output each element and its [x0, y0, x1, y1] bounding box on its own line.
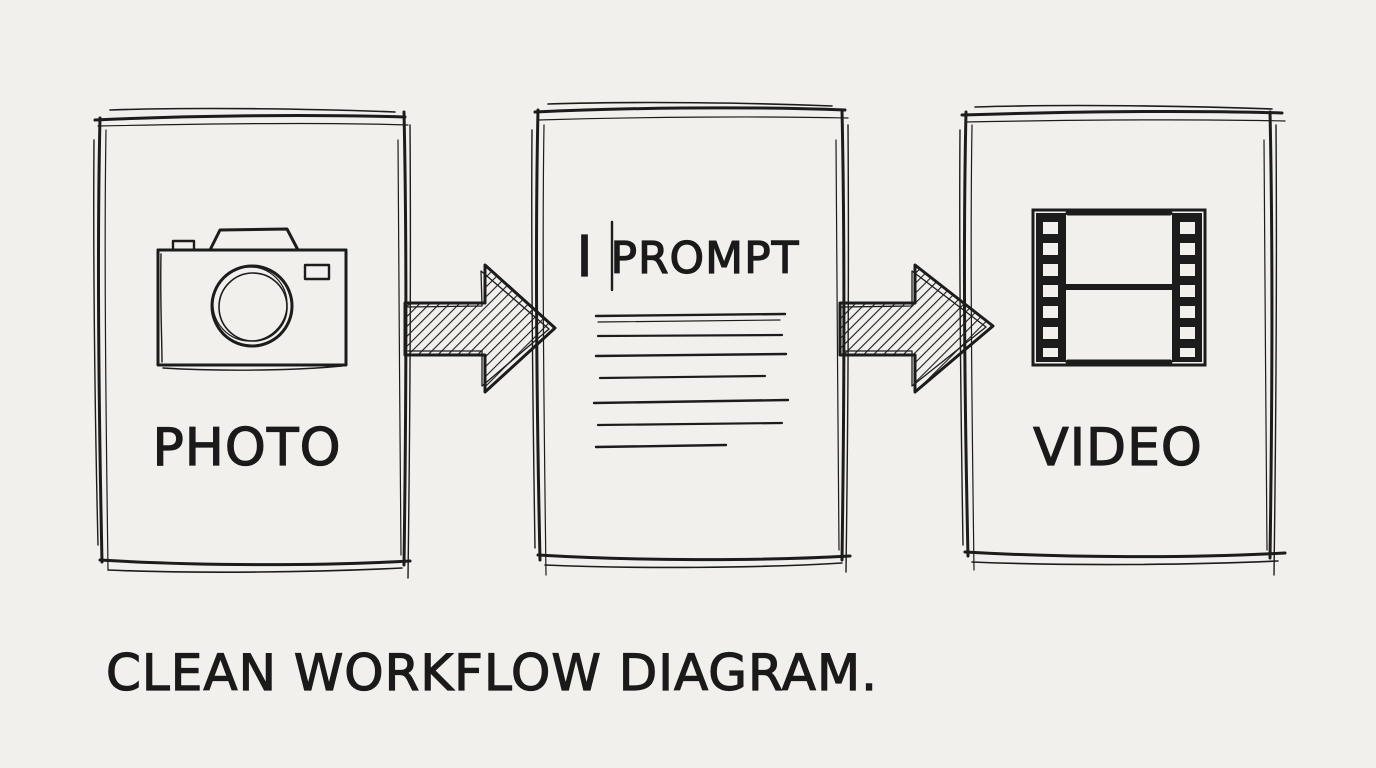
prompt-box-frame [531, 101, 852, 576]
arrow-prompt-to-video [838, 263, 995, 394]
diagram-caption: CLEAN WORKFLOW DIAGRAM. [106, 644, 878, 702]
photo-node: PHOTO [93, 107, 412, 579]
video-box-frame [959, 104, 1287, 576]
photo-box-frame [93, 107, 412, 579]
photo-label: PHOTO [152, 418, 341, 478]
text-cursor-glyph: I [576, 225, 594, 290]
film-strip-icon [1031, 208, 1207, 367]
video-label: VIDEO [1033, 418, 1203, 478]
text-lines-icon [592, 312, 790, 449]
arrow-photo-to-prompt [403, 263, 557, 394]
video-node: VIDEO [959, 104, 1287, 576]
prompt-node: I PROMPT [531, 101, 852, 576]
camera-icon [156, 227, 348, 371]
prompt-label: PROMPT [610, 233, 799, 284]
